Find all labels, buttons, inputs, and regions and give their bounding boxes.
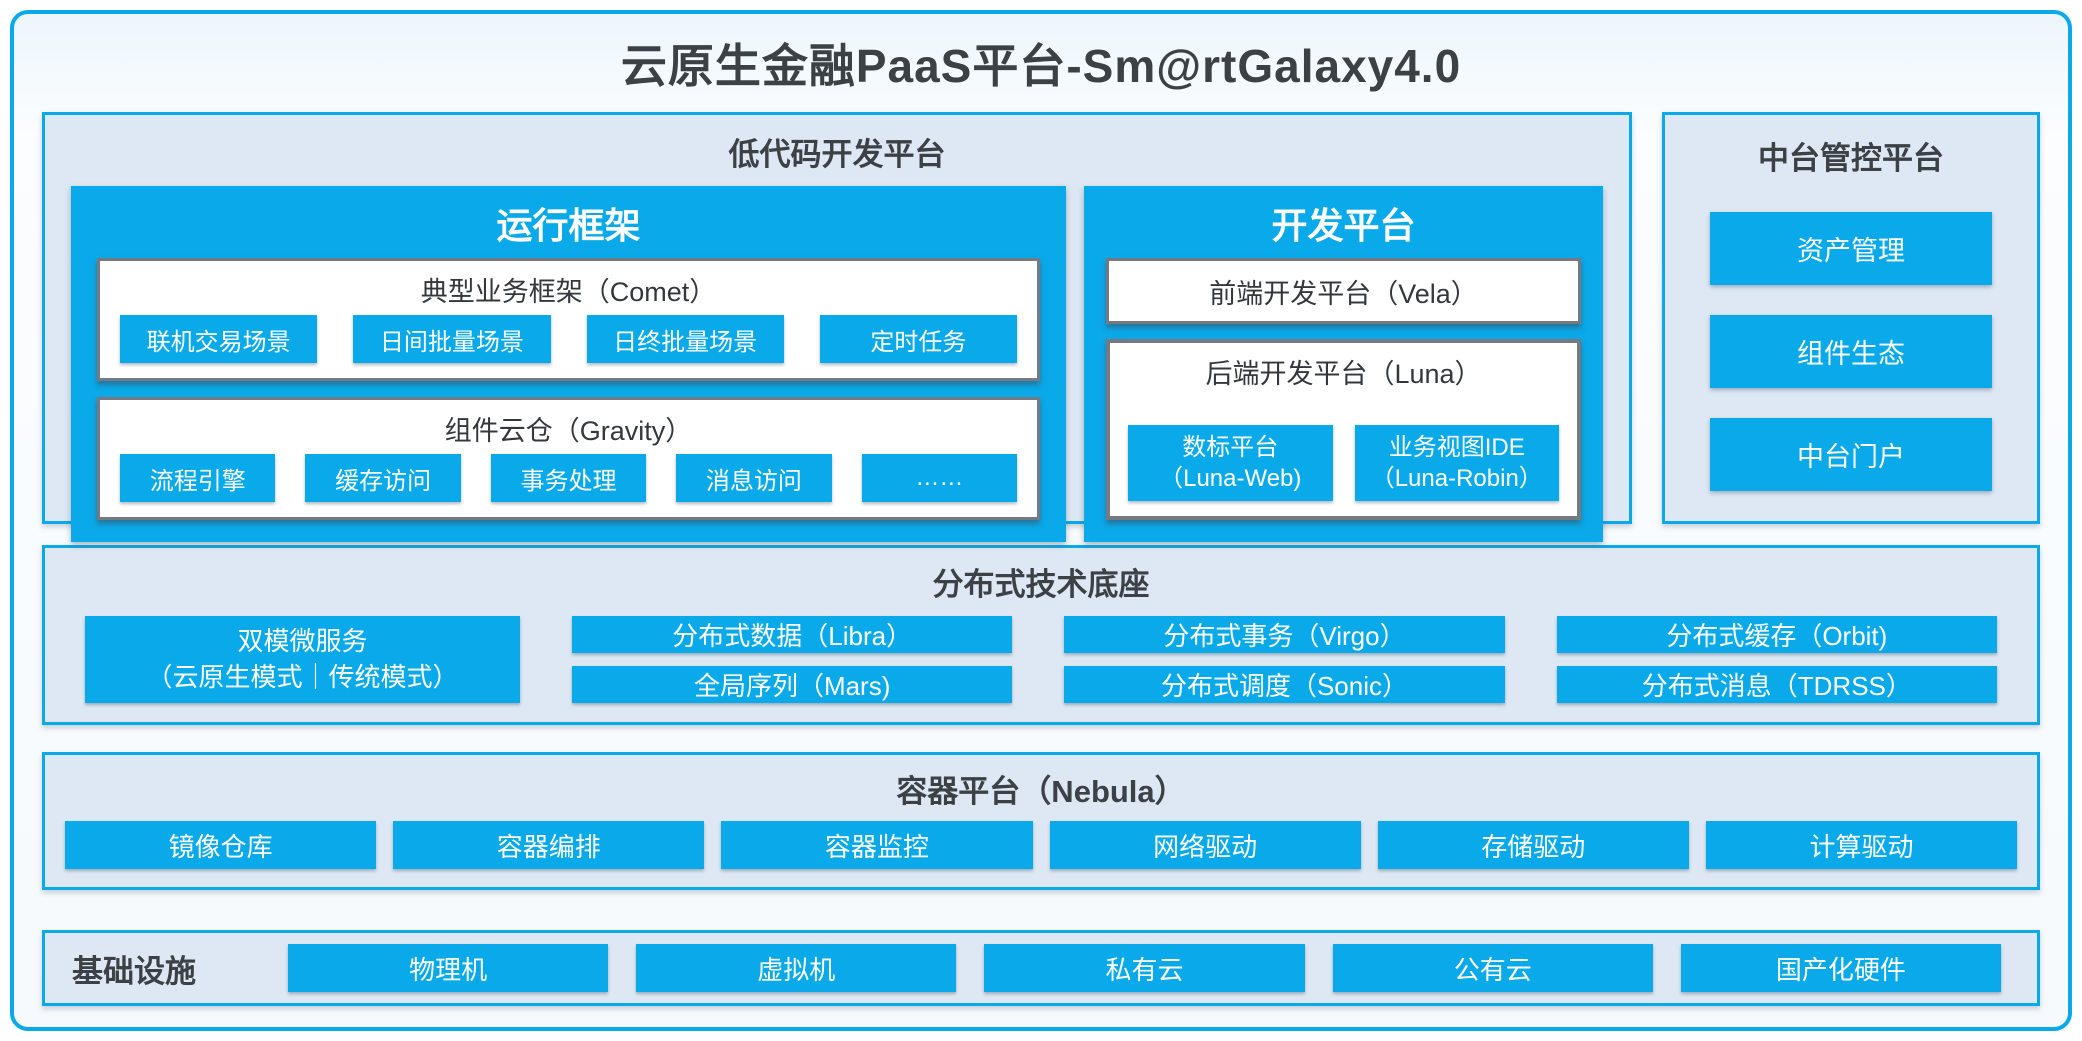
luna-robin-chip: 业务视图IDE （Luna-Robin） — [1354, 425, 1559, 501]
infrastructure-items: 物理机 虚拟机 私有云 公有云 国产化硬件 — [288, 944, 2002, 992]
page-title: 云原生金融PaaS平台-Sm@rtGalaxy4.0 — [620, 40, 1462, 92]
distributed-scheduling-chip: 分布式调度（Sonic） — [1064, 666, 1505, 703]
container-monitoring-chip: 容器监控 — [721, 821, 1033, 869]
top-row: 低代码开发平台 运行框架 典型业务框架（Comet） 联机交易场景 日间批量场景… — [42, 112, 2040, 542]
low-code-platform-body: 运行框架 典型业务框架（Comet） 联机交易场景 日间批量场景 日终批量场景 … — [45, 186, 1629, 566]
compute-driver-chip: 计算驱动 — [1705, 821, 2018, 869]
gravity-item-process-engine: 流程引擎 — [120, 454, 276, 502]
storage-driver-chip: 存储驱动 — [1377, 821, 1689, 869]
vela-frontend-title: 前端开发平台（Vela） — [1209, 278, 1478, 309]
container-platform-title: 容器平台（Nebula） — [896, 774, 1186, 809]
gravity-items-row: 流程引擎 缓存访问 事务处理 消息访问 …… — [100, 452, 1037, 517]
distributed-cache-chip: 分布式缓存（Orbit) — [1556, 616, 1997, 653]
luna-web-code: （Luna-Web) — [1159, 465, 1302, 492]
virtual-machine-chip: 虚拟机 — [636, 944, 957, 992]
gravity-item-cache-access: 缓存访问 — [305, 454, 461, 502]
luna-items-row: 数标平台 （Luna-Web) 业务视图IDE （Luna-Robin） — [1110, 395, 1577, 516]
image-registry-chip: 镜像仓库 — [65, 821, 377, 869]
low-code-platform-panel: 低代码开发平台 运行框架 典型业务框架（Comet） 联机交易场景 日间批量场景… — [42, 112, 1632, 542]
global-sequence-chip: 全局序列（Mars) — [572, 666, 1013, 703]
private-cloud-chip: 私有云 — [984, 944, 1305, 992]
mid-item-asset-management: 资产管理 — [1710, 212, 1992, 285]
diagram-frame: 云原生金融PaaS平台-Sm@rtGalaxy4.0 低代码开发平台 运行框架 … — [10, 10, 2072, 1031]
luna-backend-title: 后端开发平台（Luna） — [1205, 359, 1482, 389]
dual-mode-line2: （云原生模式｜传统模式） — [146, 661, 459, 692]
gravity-item-ellipsis: …… — [861, 454, 1018, 502]
distributed-transaction-chip: 分布式事务（Virgo） — [1064, 616, 1505, 653]
container-platform-band: 容器平台（Nebula） 镜像仓库 容器编排 容器监控 网络驱动 存储驱动 计算… — [42, 752, 2040, 890]
container-orchestration-chip: 容器编排 — [393, 821, 705, 869]
distributed-data-chip: 分布式数据（Libra） — [572, 616, 1013, 653]
comet-item-endofday-batch: 日终批量场景 — [586, 315, 784, 363]
distributed-message-chip: 分布式消息（TDRSS） — [1556, 666, 1997, 703]
gravity-warehouse-box: 组件云仓（Gravity） 流程引擎 缓存访问 事务处理 消息访问 …… — [97, 397, 1040, 520]
dev-platform-title: 开发平台 — [1271, 205, 1416, 246]
low-code-platform-title: 低代码开发平台 — [728, 137, 946, 172]
gravity-warehouse-title: 组件云仓（Gravity） — [444, 416, 693, 446]
public-cloud-chip: 公有云 — [1332, 944, 1653, 992]
mid-platform-panel: 中台管控平台 资产管理 组件生态 中台门户 — [1662, 112, 2040, 524]
runtime-framework-body: 典型业务框架（Comet） 联机交易场景 日间批量场景 日终批量场景 定时任务 … — [71, 258, 1066, 542]
distributed-base-title: 分布式技术底座 — [932, 567, 1150, 602]
comet-framework-title: 典型业务框架（Comet） — [420, 277, 717, 307]
dual-mode-microservice-chip: 双模微服务 （云原生模式｜传统模式） — [85, 616, 520, 703]
vela-frontend-box: 前端开发平台（Vela） — [1106, 258, 1581, 324]
gravity-item-message-access: 消息访问 — [676, 454, 832, 502]
gravity-item-transaction: 事务处理 — [490, 454, 647, 502]
infrastructure-title: 基础设施 — [72, 953, 196, 989]
luna-robin-name: 业务视图IDE — [1388, 433, 1525, 461]
runtime-framework-box: 运行框架 典型业务框架（Comet） 联机交易场景 日间批量场景 日终批量场景 … — [71, 186, 1066, 542]
dev-platform-box: 开发平台 前端开发平台（Vela） 后端开发平台（Luna） 数标平台 — [1084, 186, 1603, 542]
mid-platform-title: 中台管控平台 — [1758, 141, 1944, 176]
distributed-base-band: 分布式技术底座 双模微服务 （云原生模式｜传统模式） 分布式数据（Libra） … — [42, 545, 2040, 725]
luna-web-chip: 数标平台 （Luna-Web) — [1128, 425, 1333, 501]
luna-web-name: 数标平台 — [1182, 433, 1279, 461]
dev-platform-body: 前端开发平台（Vela） 后端开发平台（Luna） 数标平台 （Luna-Web… — [1084, 258, 1603, 542]
physical-machine-chip: 物理机 — [288, 944, 609, 992]
network-driver-chip: 网络驱动 — [1049, 821, 1361, 869]
mid-item-component-ecosystem: 组件生态 — [1710, 315, 1992, 388]
dual-mode-line1: 双模微服务 — [237, 626, 368, 657]
container-platform-items: 镜像仓库 容器编排 容器监控 网络驱动 存储驱动 计算驱动 — [45, 811, 2037, 887]
runtime-framework-title: 运行框架 — [496, 205, 641, 246]
comet-framework-box: 典型业务框架（Comet） 联机交易场景 日间批量场景 日终批量场景 定时任务 — [97, 258, 1040, 381]
luna-backend-box: 后端开发平台（Luna） 数标平台 （Luna-Web) 业务视图IDE （Lu… — [1106, 339, 1581, 520]
comet-item-daytime-batch: 日间批量场景 — [353, 315, 551, 363]
distributed-base-grid: 双模微服务 （云原生模式｜传统模式） 分布式数据（Libra） 分布式事务（Vi… — [45, 604, 2037, 722]
luna-robin-code: （Luna-Robin） — [1370, 465, 1543, 492]
infrastructure-band: 基础设施 物理机 虚拟机 私有云 公有云 国产化硬件 — [42, 930, 2040, 1006]
comet-items-row: 联机交易场景 日间批量场景 日终批量场景 定时任务 — [100, 313, 1037, 378]
mid-item-portal: 中台门户 — [1710, 418, 1992, 491]
comet-item-online-trading: 联机交易场景 — [120, 315, 318, 363]
domestic-hardware-chip: 国产化硬件 — [1680, 944, 2002, 992]
comet-item-scheduled-task: 定时任务 — [819, 315, 1017, 363]
